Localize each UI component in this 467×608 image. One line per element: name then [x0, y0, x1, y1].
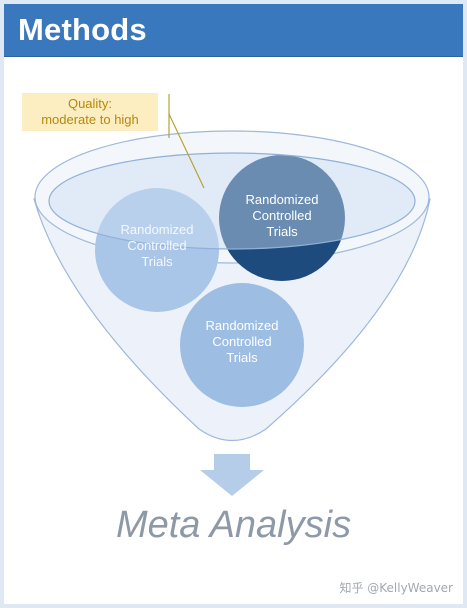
header-bar: Methods [4, 4, 463, 56]
down-arrow [200, 454, 264, 496]
trial-label-left: Randomized Controlled Trials [120, 222, 194, 269]
slide-frame: Methods Quality: moderate to high Random… [4, 4, 463, 604]
quality-note: Quality: moderate to high [22, 93, 158, 131]
watermark: 知乎 @KellyWeaver [339, 581, 453, 595]
quality-pointer-diagonal [168, 113, 205, 189]
funnel-inner-surface [48, 152, 416, 250]
quality-note-line1: Quality: [67, 96, 113, 111]
meta-analysis-title: Meta Analysis [115, 504, 352, 546]
quality-note-line2: moderate to high [41, 112, 139, 127]
trial-label-bottom: Randomized Controlled Trials [205, 318, 279, 365]
trial-circle-bottom [180, 283, 304, 407]
trial-circle-left [95, 188, 219, 312]
page-title: Methods [18, 12, 147, 47]
funnel-diagram [33, 94, 431, 496]
trial-label-dark: Randomized Controlled Trials [245, 192, 319, 239]
trial-circle-dark [219, 155, 345, 281]
